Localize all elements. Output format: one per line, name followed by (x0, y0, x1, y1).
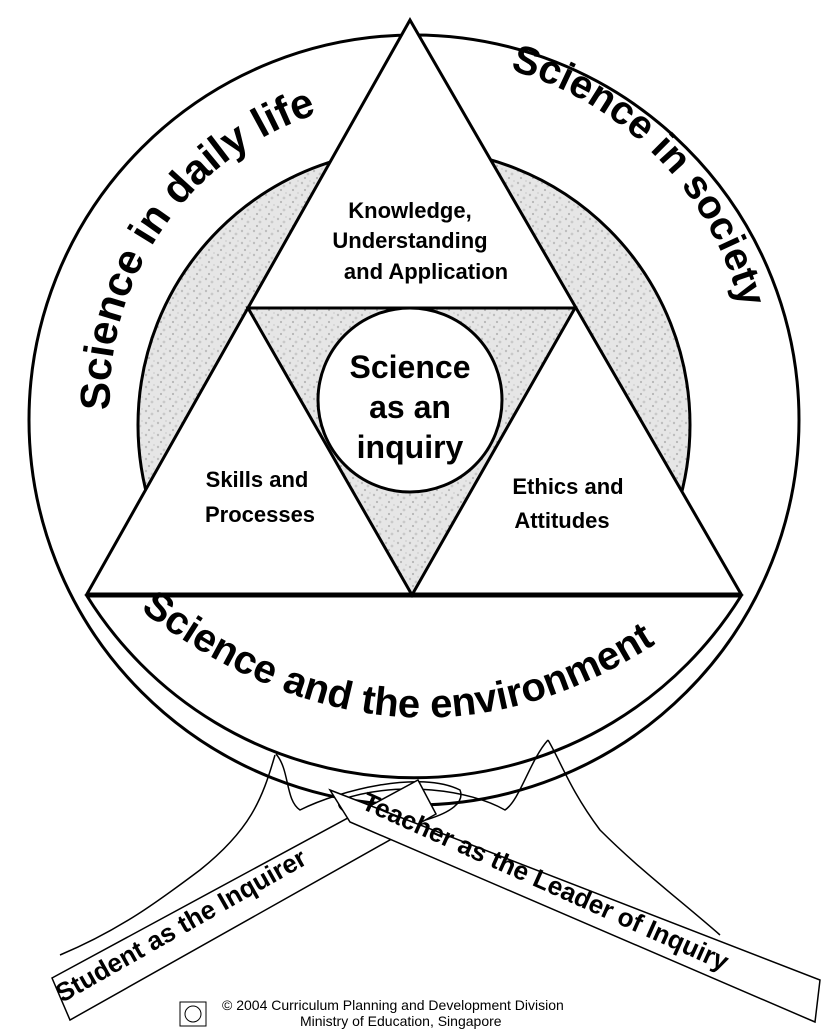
right-label-line-2: Attitudes (514, 508, 609, 533)
top-triangle-label: Knowledge, Understanding and Application (332, 198, 508, 284)
center-label: Science as an inquiry (350, 349, 471, 465)
center-circle (316, 306, 504, 494)
footer-copyright: © 2004 Curriculum Planning and Developme… (222, 997, 564, 1013)
ministry-crest-icon (179, 1001, 207, 1027)
left-label-line-1: Skills and (206, 467, 309, 492)
center-label-line-1: Science (350, 349, 471, 385)
student-ribbon (51, 778, 438, 1022)
teacher-ribbon-text: Teacher as the Leader of Inquiry (358, 786, 734, 977)
label-student-inquirer: Student as the Inquirer (50, 842, 311, 1008)
footer-ministry: Ministry of Education, Singapore (300, 1013, 502, 1029)
label-teacher-leader: Teacher as the Leader of Inquiry (358, 786, 734, 977)
top-label-line-1: Knowledge, (348, 198, 471, 223)
top-label-line-2: Understanding (332, 228, 487, 253)
center-label-line-3: inquiry (357, 429, 464, 465)
left-label-line-2: Processes (205, 502, 315, 527)
right-label-line-1: Ethics and (512, 474, 623, 499)
right-triangle-label: Ethics and Attitudes (512, 474, 623, 533)
top-label-line-3: and Application (344, 259, 508, 284)
bottom-band (84, 594, 744, 780)
teacher-ribbon (328, 788, 821, 1024)
left-triangle-label: Skills and Processes (205, 467, 315, 527)
student-ribbon-text: Student as the Inquirer (50, 842, 311, 1008)
center-label-line-2: as an (369, 389, 451, 425)
